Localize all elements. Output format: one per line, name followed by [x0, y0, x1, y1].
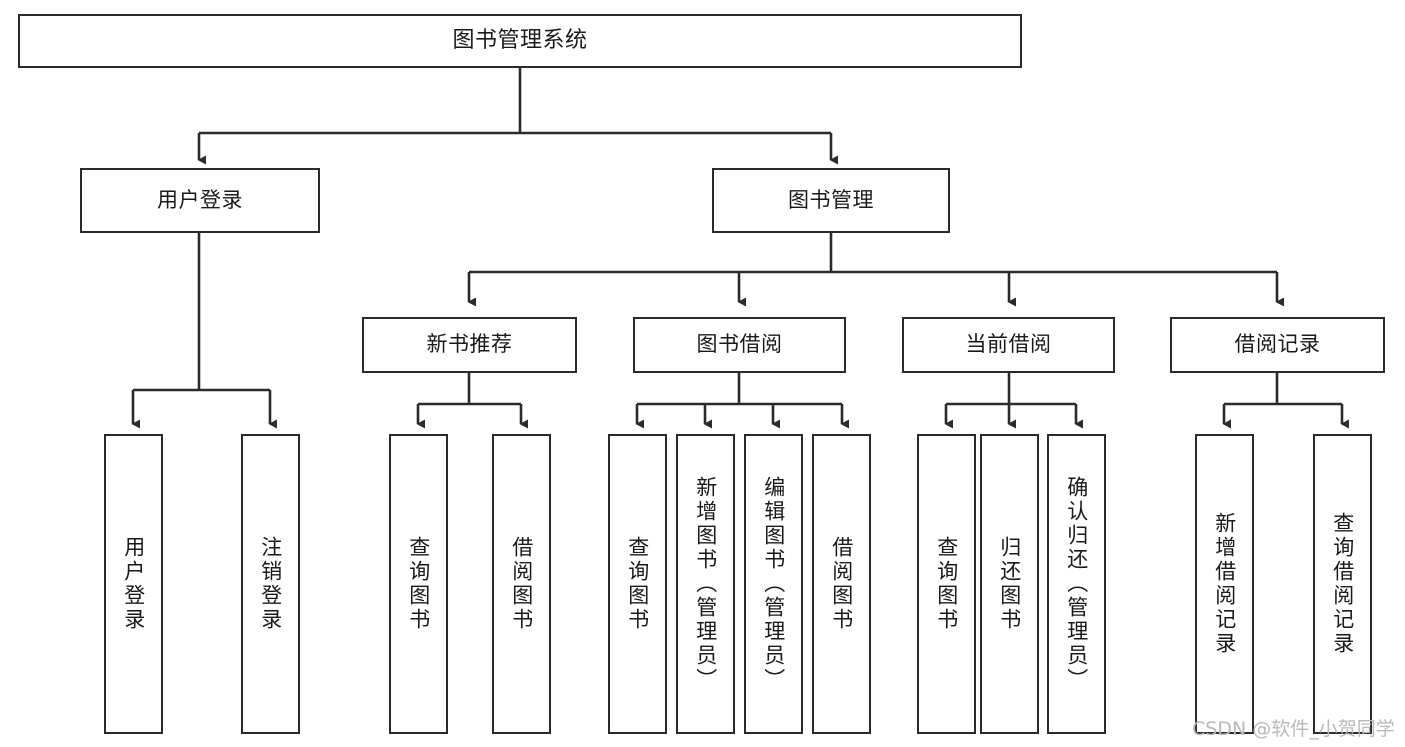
- node-leaf-user-login[interactable]: 用户登录: [104, 434, 163, 734]
- node-new-book-recommend[interactable]: 新书推荐: [362, 317, 577, 373]
- node-leaf-confirm-return[interactable]: 确认归还（管理员）: [1047, 434, 1106, 734]
- node-leaf-borrow-book-2[interactable]: 借阅图书: [812, 434, 871, 734]
- node-leaf-add-book[interactable]: 新增图书（管理员）: [676, 434, 735, 734]
- node-root[interactable]: 图书管理系统: [18, 14, 1022, 68]
- node-leaf-return-book[interactable]: 归还图书: [980, 434, 1039, 734]
- node-leaf-add-book-label: 新增图书（管理员）: [693, 476, 718, 692]
- node-book-borrow-label: 图书借阅: [696, 332, 783, 357]
- node-current-borrow[interactable]: 当前借阅: [902, 317, 1115, 373]
- node-current-borrow-label: 当前借阅: [965, 332, 1052, 357]
- node-leaf-borrow-book-2-label: 借阅图书: [829, 536, 854, 632]
- node-leaf-query-book-3[interactable]: 查询图书: [917, 434, 976, 734]
- node-user-login[interactable]: 用户登录: [80, 168, 320, 233]
- node-borrow-record[interactable]: 借阅记录: [1170, 317, 1385, 373]
- node-new-book-recommend-label: 新书推荐: [426, 332, 513, 357]
- node-borrow-record-label: 借阅记录: [1234, 332, 1321, 357]
- node-user-login-label: 用户登录: [157, 187, 243, 212]
- node-book-borrow[interactable]: 图书借阅: [633, 317, 846, 373]
- node-leaf-add-record[interactable]: 新增借阅记录: [1195, 434, 1254, 734]
- node-leaf-query-book-2-label: 查询图书: [625, 536, 650, 632]
- node-leaf-query-book-1[interactable]: 查询图书: [389, 434, 448, 734]
- node-leaf-logout-login[interactable]: 注销登录: [241, 434, 300, 734]
- node-leaf-return-book-label: 归还图书: [997, 536, 1022, 632]
- node-root-label: 图书管理系统: [452, 27, 588, 53]
- node-leaf-edit-book[interactable]: 编辑图书（管理员）: [744, 434, 803, 734]
- node-leaf-edit-book-label: 编辑图书（管理员）: [761, 476, 786, 692]
- node-leaf-logout-login-label: 注销登录: [258, 536, 283, 632]
- node-leaf-confirm-return-label: 确认归还（管理员）: [1064, 476, 1089, 692]
- node-leaf-query-record-label: 查询借阅记录: [1330, 512, 1355, 656]
- node-leaf-borrow-book-1-label: 借阅图书: [509, 536, 534, 632]
- node-leaf-user-login-label: 用户登录: [121, 536, 146, 632]
- node-leaf-query-book-1-label: 查询图书: [406, 536, 431, 632]
- node-book-manage-label: 图书管理: [788, 187, 874, 212]
- node-book-manage[interactable]: 图书管理: [712, 168, 950, 233]
- node-leaf-add-record-label: 新增借阅记录: [1212, 512, 1237, 656]
- node-leaf-query-book-2[interactable]: 查询图书: [608, 434, 667, 734]
- node-leaf-query-book-3-label: 查询图书: [934, 536, 959, 632]
- node-leaf-borrow-book-1[interactable]: 借阅图书: [492, 434, 551, 734]
- node-leaf-query-record[interactable]: 查询借阅记录: [1313, 434, 1372, 734]
